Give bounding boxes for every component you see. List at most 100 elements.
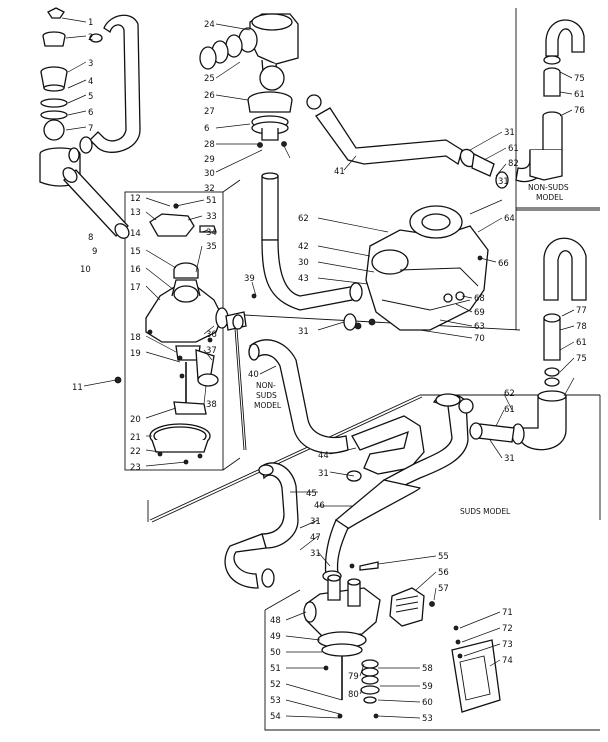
- callout: 44: [318, 451, 329, 461]
- callout: 29: [204, 155, 215, 165]
- callout: 31: [310, 517, 321, 527]
- callout: 75: [574, 74, 585, 84]
- suds-hoses: [322, 393, 469, 582]
- callout: 40: [248, 370, 259, 380]
- callout: 21: [130, 433, 141, 443]
- callout: 63: [474, 322, 485, 332]
- sump-housing: [343, 205, 489, 331]
- callout: 6: [204, 124, 209, 134]
- callout: 18: [130, 333, 141, 343]
- callout: 22: [130, 447, 141, 457]
- callout: 34: [206, 228, 217, 238]
- right-mid-hose: [458, 237, 587, 451]
- callout: 51: [206, 196, 217, 206]
- callout: 12: [130, 194, 141, 204]
- callout: 4: [88, 77, 93, 87]
- non-suds-model-label-mid-line2: SUDS: [256, 391, 277, 400]
- callout: 17: [130, 283, 141, 293]
- model-labels: NON-SUDS MODEL NON- SUDS MODEL SUDS MODE…: [254, 183, 569, 516]
- elbow-assembly: [199, 13, 322, 241]
- left-drain-hose: [68, 14, 141, 163]
- callout: 30: [204, 169, 215, 179]
- hose-39: [225, 293, 257, 331]
- upper-pump-exploded: [114, 203, 229, 465]
- callout: 66: [498, 259, 509, 269]
- callout: 3: [88, 59, 93, 69]
- callout: 35: [206, 242, 217, 252]
- callout: 61: [504, 405, 515, 415]
- callout: 13: [130, 208, 141, 218]
- non-suds-model-label-top-line1: NON-SUDS: [528, 183, 569, 192]
- non-suds-model-label-mid-line3: MODEL: [254, 401, 282, 410]
- callout: 47: [310, 533, 321, 543]
- callout: 82: [508, 159, 519, 169]
- callout: 42: [298, 242, 309, 252]
- sump-hose: [261, 239, 363, 311]
- callout: 23: [130, 463, 141, 473]
- callout: 68: [474, 294, 485, 304]
- callout: 36: [206, 330, 217, 340]
- callout: 5: [88, 92, 93, 102]
- callout-numbers: 1 2 3 4 5 6 7 8 9 10 24 25 26 27 6 28 29…: [72, 18, 587, 724]
- suds-model-label: SUDS MODEL: [460, 507, 511, 516]
- callout: 64: [504, 214, 515, 224]
- callout: 62: [504, 389, 515, 399]
- callout: 55: [438, 552, 449, 562]
- callout: 33: [206, 212, 217, 222]
- callout: 53: [422, 714, 433, 724]
- callout: 6: [88, 108, 93, 118]
- callout: 76: [574, 106, 585, 116]
- callout: 1: [88, 18, 93, 28]
- lower-pump: [303, 561, 501, 719]
- callout: 9: [92, 247, 97, 257]
- callout: 24: [204, 20, 215, 30]
- callout: 31: [318, 469, 329, 479]
- callout: 72: [502, 624, 513, 634]
- callout: 31: [298, 327, 309, 337]
- callout: 37: [206, 346, 217, 356]
- callout: 20: [130, 415, 141, 425]
- callout: 77: [576, 306, 587, 316]
- callout: 10: [80, 265, 91, 275]
- callout: 56: [438, 568, 449, 578]
- callout: 46: [314, 501, 325, 511]
- callout: 31: [498, 177, 509, 187]
- hose-45: [224, 462, 299, 589]
- callout: 53: [270, 696, 281, 706]
- callout: 57: [438, 584, 449, 594]
- callout: 71: [502, 608, 513, 618]
- callout: 30: [298, 258, 309, 268]
- callout: 14: [130, 229, 141, 239]
- callout: 70: [474, 334, 485, 344]
- callout: 52: [270, 680, 281, 690]
- callout: 74: [502, 656, 513, 666]
- callout: 31: [504, 454, 515, 464]
- callout: 39: [244, 274, 255, 284]
- leader-lines: [61, 17, 575, 719]
- callout: 61: [574, 90, 585, 100]
- callout: 38: [206, 400, 217, 410]
- callout: 25: [204, 74, 215, 84]
- callout: 16: [130, 265, 141, 275]
- callout: 11: [72, 383, 83, 393]
- callout: 49: [270, 632, 281, 642]
- short-hose: [62, 167, 130, 239]
- callout: 59: [422, 682, 433, 692]
- callout: 8: [88, 233, 93, 243]
- callout: 2: [88, 33, 93, 43]
- callout: 15: [130, 247, 141, 257]
- callout: 50: [270, 648, 281, 658]
- callout: 27: [204, 107, 215, 117]
- callout: 32: [204, 184, 215, 194]
- callout: 28: [204, 140, 215, 150]
- callout: 45: [306, 489, 317, 499]
- callout: 61: [576, 338, 587, 348]
- callout: 62: [298, 214, 309, 224]
- callout: 54: [270, 712, 281, 722]
- callout: 60: [422, 698, 433, 708]
- callout: 51: [270, 664, 281, 674]
- callout: 31: [310, 549, 321, 559]
- callout: 43: [298, 274, 309, 284]
- hose-41: [315, 107, 509, 189]
